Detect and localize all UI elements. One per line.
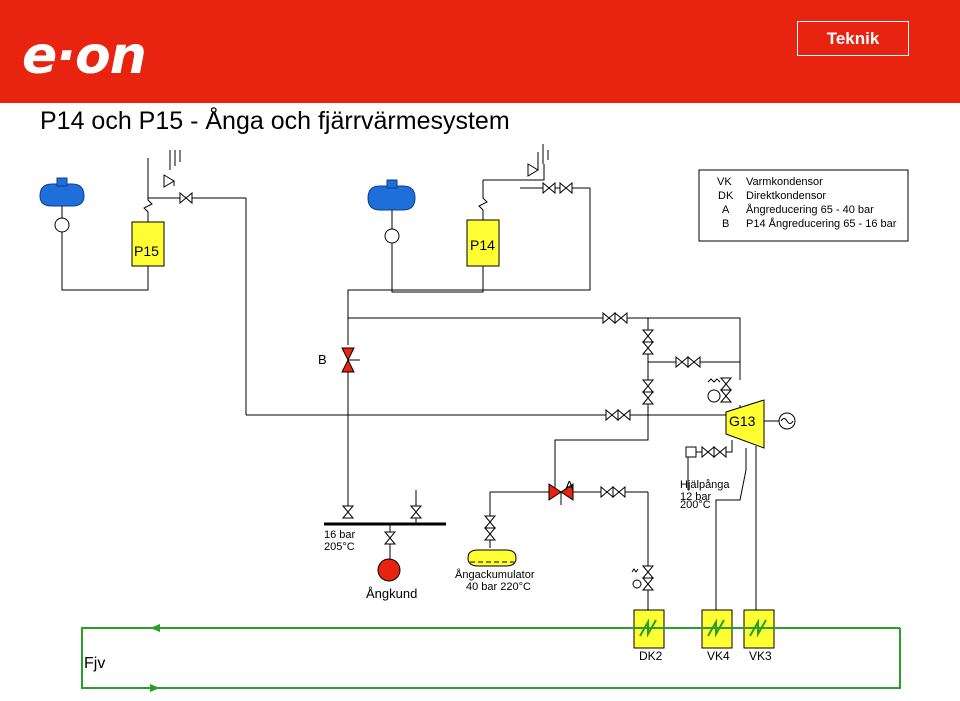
valve-turbine-in-1 [720,377,732,391]
valve-acc-2 [484,527,496,541]
label-p15: P15 [134,243,159,259]
legend-text-b: P14 Ångreducering 65 - 16 bar [746,217,897,230]
label-accumulator-spec: 40 bar 220°C [466,581,531,593]
pump-p15 [39,183,85,207]
valve-p14-out-1 [542,182,556,194]
label-fjv: Fjv [84,655,105,672]
valve-a-out-2 [612,486,626,498]
label-g13: G13 [729,413,756,429]
legend: VK Varmkondensor DK Direktkondensor A Ån… [698,169,909,242]
label-aux-temp: 200°C [680,499,711,511]
valve-v-3 [642,379,654,393]
legend-text-a: Ångreducering 65 - 40 bar [746,203,874,216]
unit-p14: P14 [367,144,590,293]
turbine-body [725,399,765,449]
valve-turbine-in-2 [720,389,732,403]
label-valve-b: B [318,352,327,367]
legend-code-b: B [722,218,729,230]
valve-v-4 [642,391,654,405]
valve-aux-1 [701,446,715,458]
legend-text-vk: Varmkondensor [746,176,823,188]
label-steam-customer: Ångkund [366,586,417,601]
label-accumulator: Ångackumulator [455,568,535,581]
valve-b: B [318,347,360,512]
label-aux-pressure: 12 bar [680,491,712,503]
valve-lp-2 [617,409,631,421]
district-heating-loop: Fjv [81,624,901,692]
valve-b-out [342,505,354,519]
valve-hp-1 [602,312,616,324]
valve-dk2-1 [642,565,654,579]
steam-lines [245,188,741,490]
pump-motor-p14 [384,228,400,244]
label-aux-steam: Hjälpånga [680,479,730,491]
steam-customer-icon [377,558,401,582]
valve-header-in [410,505,422,519]
boiler-p14 [466,219,500,267]
valve-p14-out-2 [559,182,573,194]
label-dk2: DK2 [639,649,663,663]
label-vk3: VK3 [749,649,772,663]
valve-aux-2 [713,446,727,458]
valve-a-out-1 [600,486,614,498]
legend-code-dk: DK [718,190,734,202]
valve-customer [384,531,396,545]
turbine-g13: G13 [685,399,796,620]
label-valve-a: A [565,478,574,493]
turbine-gauge [707,389,721,403]
valve-dk2-2 [642,577,654,591]
header-16bar: 16 bar 205°C Ångkund [324,490,446,601]
legend-code-vk: VK [717,176,732,188]
section-label: Teknik [797,21,909,56]
label-p14: P14 [470,237,495,253]
legend-code-a: A [722,204,730,216]
valve-lp-1 [605,409,619,421]
label-vk4: VK4 [707,649,730,663]
accumulator: Ångackumulator 40 bar 220°C [455,549,535,593]
eon-logo: e·on [22,26,147,86]
label-header-temp: 205°C [324,541,355,553]
accumulator-tank [467,549,517,567]
page-title: P14 och P15 - Ånga och fjärrvärmesystem [40,107,510,135]
valve-mp-1 [675,356,689,368]
valve-mp-2 [687,356,701,368]
header-bar: e·on Teknik [0,0,960,103]
pump-p14 [367,185,416,211]
legend-box [698,169,909,242]
valve-v-2 [642,341,654,355]
valve-v-1 [642,329,654,343]
label-header-pressure: 16 bar [324,529,356,541]
condensers: DK2 VK4 VK3 [631,492,775,663]
legend-text-dk: Direktkondensor [746,190,826,202]
valve-hp-2 [614,312,628,324]
valve-p15-out [179,192,193,204]
unit-p15: P15 [39,150,246,291]
valve-acc-1 [484,515,496,529]
pump-motor-p15 [54,217,70,233]
valve-a: A [484,478,648,548]
